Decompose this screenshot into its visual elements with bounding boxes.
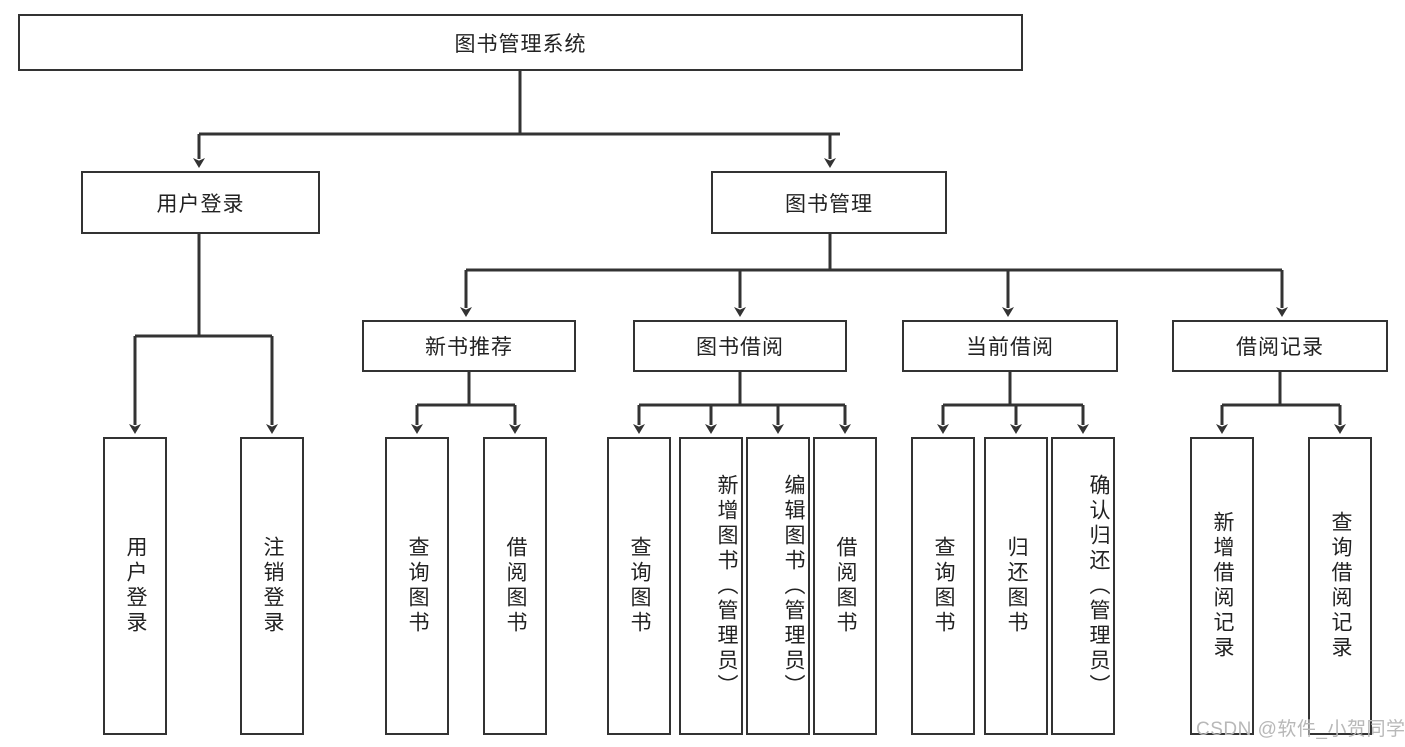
watermark: CSDN @软件_小贺同学 bbox=[1196, 714, 1405, 741]
node-new-book-recommend-label: 新书推荐 bbox=[425, 336, 513, 359]
node-root-label: 图书管理系统 bbox=[454, 32, 587, 56]
node-leaf-borrow-borrow-book[interactable]: 借阅图书 bbox=[813, 437, 877, 735]
node-current-borrow[interactable]: 当前借阅 bbox=[902, 320, 1118, 372]
node-leaf-borrow-edit-book-label: 编辑图书（管理员） bbox=[782, 473, 805, 699]
node-leaf-record-add-label: 新增借阅记录 bbox=[1211, 511, 1234, 661]
node-current-borrow-label: 当前借阅 bbox=[966, 336, 1054, 359]
node-leaf-rec-query-book[interactable]: 查询图书 bbox=[385, 437, 449, 735]
node-user-login-label: 用户登录 bbox=[156, 192, 245, 216]
node-borrow-record-label: 借阅记录 bbox=[1236, 336, 1324, 359]
node-leaf-user-logout[interactable]: 注销登录 bbox=[240, 437, 304, 735]
node-leaf-current-query-book[interactable]: 查询图书 bbox=[911, 437, 975, 735]
node-leaf-user-login[interactable]: 用户登录 bbox=[103, 437, 167, 735]
node-leaf-current-return-book[interactable]: 归还图书 bbox=[984, 437, 1048, 735]
node-leaf-borrow-query-book-label: 查询图书 bbox=[628, 536, 651, 636]
node-leaf-current-confirm-return-label: 确认归还（管理员） bbox=[1087, 473, 1110, 699]
node-leaf-current-confirm-return[interactable]: 确认归还（管理员） bbox=[1051, 437, 1115, 735]
node-leaf-record-add[interactable]: 新增借阅记录 bbox=[1190, 437, 1254, 735]
node-leaf-borrow-add-book-label: 新增图书（管理员） bbox=[715, 473, 738, 699]
node-book-borrow-label: 图书借阅 bbox=[696, 336, 784, 359]
node-leaf-user-logout-label: 注销登录 bbox=[261, 536, 284, 636]
node-leaf-current-query-book-label: 查询图书 bbox=[932, 536, 955, 636]
node-leaf-borrow-borrow-book-label: 借阅图书 bbox=[834, 536, 857, 636]
node-book-manage-label: 图书管理 bbox=[785, 192, 873, 216]
node-book-manage[interactable]: 图书管理 bbox=[711, 171, 947, 234]
node-leaf-record-query[interactable]: 查询借阅记录 bbox=[1308, 437, 1372, 735]
node-leaf-current-return-book-label: 归还图书 bbox=[1005, 536, 1028, 636]
node-leaf-rec-borrow-book[interactable]: 借阅图书 bbox=[483, 437, 547, 735]
node-leaf-record-query-label: 查询借阅记录 bbox=[1329, 511, 1352, 661]
node-leaf-borrow-edit-book[interactable]: 编辑图书（管理员） bbox=[746, 437, 810, 735]
node-book-borrow[interactable]: 图书借阅 bbox=[633, 320, 847, 372]
node-user-login[interactable]: 用户登录 bbox=[81, 171, 320, 234]
node-leaf-user-login-label: 用户登录 bbox=[124, 536, 147, 636]
node-borrow-record[interactable]: 借阅记录 bbox=[1172, 320, 1388, 372]
node-leaf-rec-query-book-label: 查询图书 bbox=[406, 536, 429, 636]
node-new-book-recommend[interactable]: 新书推荐 bbox=[362, 320, 576, 372]
node-root[interactable]: 图书管理系统 bbox=[18, 14, 1023, 71]
node-leaf-rec-borrow-book-label: 借阅图书 bbox=[504, 536, 527, 636]
watermark-text: CSDN @软件_小贺同学 bbox=[1196, 719, 1405, 740]
node-leaf-borrow-query-book[interactable]: 查询图书 bbox=[607, 437, 671, 735]
node-leaf-borrow-add-book[interactable]: 新增图书（管理员） bbox=[679, 437, 743, 735]
